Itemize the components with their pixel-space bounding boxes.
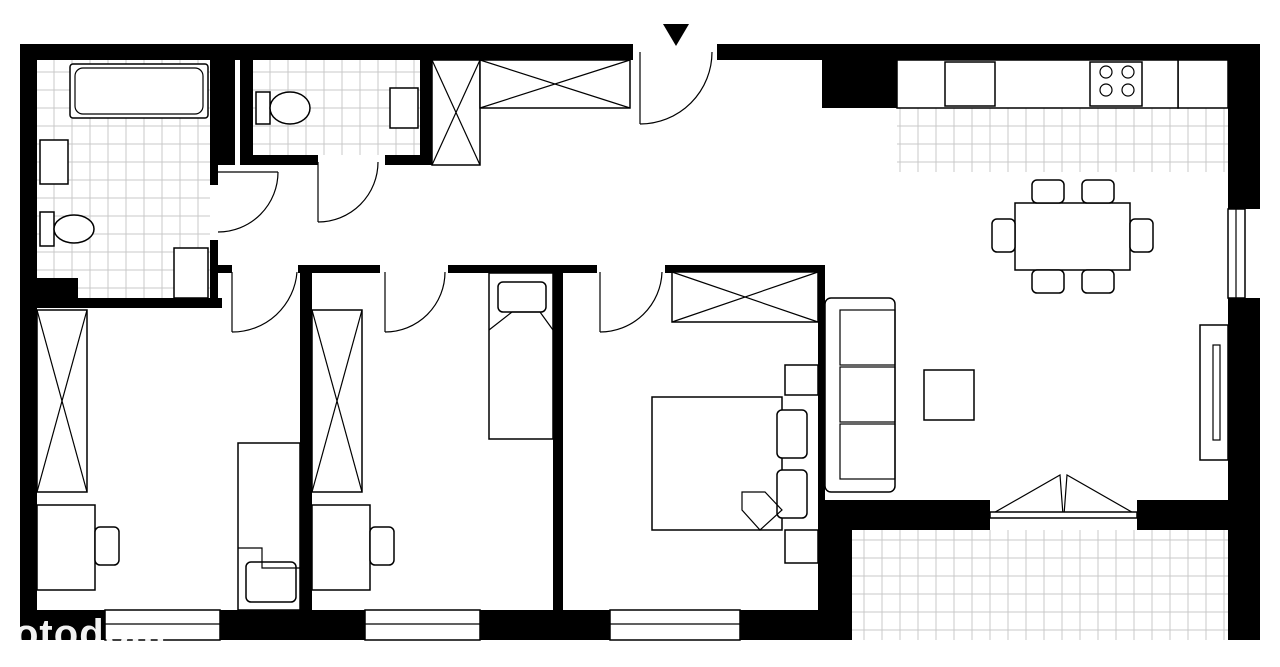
watermark-logo: otodom [14,612,167,656]
furniture [36,179,1229,611]
sofa [824,297,896,493]
bathtub [69,63,209,119]
wc-toilet [269,91,311,125]
dining-table [991,179,1154,294]
desk-bedroom-2 [311,504,371,591]
kitchen-sink [944,61,996,107]
bathroom-sink [39,139,69,185]
wc-sink [389,87,419,129]
kitchen-floor [897,108,1228,172]
closet-hall [431,59,631,166]
desk-bedroom-1 [36,504,96,591]
stove [1089,61,1143,107]
doors [217,24,1140,519]
bathroom-toilet-tank [39,211,55,247]
coffee-table [923,369,975,421]
windows [104,59,1246,641]
single-bed [488,272,554,440]
balcony-floor [852,530,1228,640]
entrance-marker-icon [663,24,689,46]
fixtures [39,59,1179,299]
double-bed [651,364,819,564]
tv-unit [1199,324,1229,461]
washing-machine [173,247,209,299]
walls [20,44,1260,640]
